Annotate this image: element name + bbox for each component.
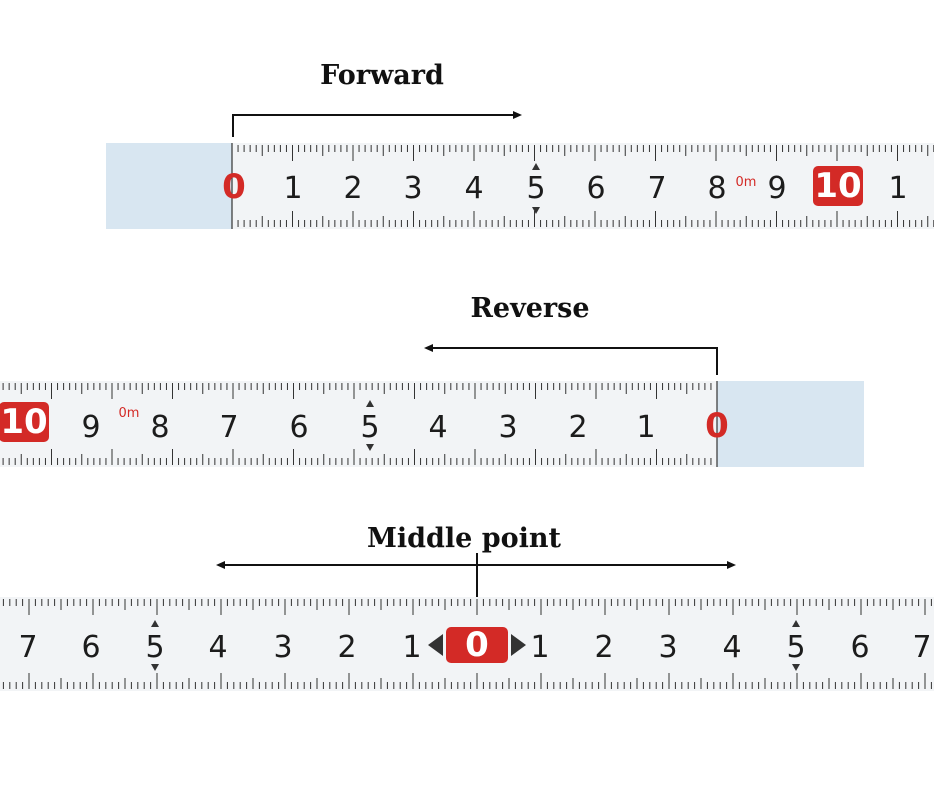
reverse-label: 5 bbox=[360, 410, 379, 445]
reverse-label: 2 bbox=[568, 410, 587, 445]
middle-left-pointer-icon bbox=[428, 634, 443, 656]
reverse-label: 4 bbox=[428, 410, 447, 445]
reverse-label: 1 bbox=[636, 410, 655, 445]
forward-mark-triangle bbox=[532, 163, 540, 170]
middle-label: 6 bbox=[850, 630, 869, 665]
middle-label: 5 bbox=[786, 630, 805, 665]
forward-label: 4 bbox=[464, 171, 483, 206]
middle-label: 7 bbox=[912, 630, 931, 665]
reverse-label-zero: 0 bbox=[705, 406, 729, 446]
forward-label: 3 bbox=[403, 171, 422, 206]
middle-arrow-right-icon bbox=[727, 561, 736, 569]
forward-label: 1 bbox=[888, 171, 907, 206]
reverse-arrow-icon bbox=[424, 344, 433, 352]
middle-center-label-box bbox=[446, 627, 508, 663]
forward-title: Forward bbox=[320, 60, 444, 91]
forward-label: 6 bbox=[586, 171, 605, 206]
reverse-label-ten-box bbox=[0, 402, 49, 442]
reverse-label: 7 bbox=[219, 410, 238, 445]
reverse-label-ten: 10 bbox=[0, 402, 47, 442]
middle-right-pointer-icon bbox=[511, 634, 526, 656]
middle-point-title: Middle point bbox=[367, 523, 561, 554]
forward-label-ten-box bbox=[813, 166, 863, 206]
forward-label-ten: 10 bbox=[814, 166, 861, 206]
forward-label: 7 bbox=[647, 171, 666, 206]
reverse-label: 6 bbox=[289, 410, 308, 445]
reverse-title: Reverse bbox=[470, 293, 590, 324]
reverse-label: 3 bbox=[498, 410, 517, 445]
middle-label: 2 bbox=[594, 630, 613, 665]
reverse-tape bbox=[0, 381, 717, 467]
reverse-mark-triangle bbox=[366, 400, 374, 407]
middle-label: 4 bbox=[208, 630, 227, 665]
middle-center-label: 0 bbox=[465, 625, 489, 665]
forward-label: 2 bbox=[343, 171, 362, 206]
middle-mark-triangle bbox=[151, 620, 159, 627]
reverse-mark-triangle bbox=[366, 444, 374, 451]
middle-label: 1 bbox=[402, 630, 421, 665]
forward-tape-section: 0 1 2 3 4 5 6 7 8 9 10 1 0m bbox=[106, 111, 934, 229]
middle-label: 6 bbox=[81, 630, 100, 665]
forward-mark-triangle bbox=[532, 207, 540, 214]
middle-label: 7 bbox=[18, 630, 37, 665]
forward-label: 9 bbox=[767, 171, 786, 206]
middle-arrow-left-icon bbox=[216, 561, 225, 569]
middle-label: 2 bbox=[337, 630, 356, 665]
forward-label: 1 bbox=[283, 171, 302, 206]
middle-mark-triangle bbox=[151, 664, 159, 671]
middle-mark-triangle bbox=[792, 664, 800, 671]
reverse-label: 8 bbox=[150, 410, 169, 445]
middle-label: 3 bbox=[658, 630, 677, 665]
middle-label: 4 bbox=[722, 630, 741, 665]
forward-label-zero: 0 bbox=[222, 167, 246, 207]
middle-tape-section: 7 6 5 4 3 2 1 0 1 2 3 4 5 6 7 bbox=[0, 553, 934, 691]
middle-mark-triangle bbox=[792, 620, 800, 627]
reverse-label: 9 bbox=[81, 410, 100, 445]
forward-arrow-icon bbox=[513, 111, 522, 119]
middle-label: 3 bbox=[273, 630, 292, 665]
forward-sub-label: 0m bbox=[736, 175, 757, 190]
forward-label: 5 bbox=[526, 171, 545, 206]
middle-label: 5 bbox=[145, 630, 164, 665]
middle-label: 1 bbox=[530, 630, 549, 665]
reverse-sub-label: 0m bbox=[119, 406, 140, 421]
forward-label: 8 bbox=[707, 171, 726, 206]
